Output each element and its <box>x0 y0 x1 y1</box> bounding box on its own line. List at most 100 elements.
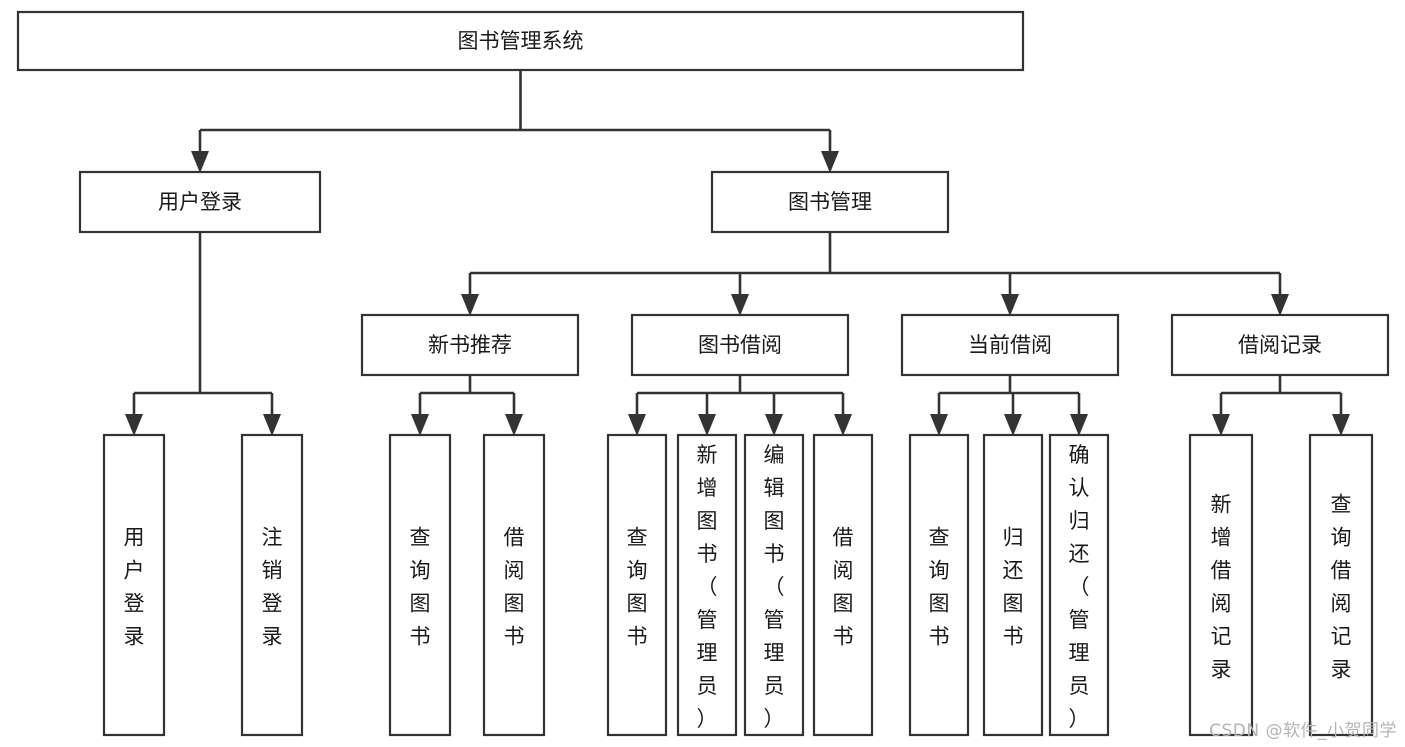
node-label-leaf-query-book-2-char-1: 询 <box>627 559 648 583</box>
node-root[interactable]: 图书管理系统 <box>16 10 1025 72</box>
node-label-leaf-add-record-char-4: 记 <box>1211 625 1232 649</box>
node-label-leaf-query-book-3-char-2: 图 <box>929 592 950 616</box>
node-label-leaf-query-book-3-char-3: 书 <box>929 625 950 649</box>
node-label-leaf-edit-book-char-4: （ <box>764 575 785 599</box>
node-box-current-borrow <box>900 313 1120 377</box>
node-label-leaf-return-book-char-2: 图 <box>1003 592 1024 616</box>
node-label-leaf-edit-book-char-7: 员 <box>764 674 785 698</box>
node-box-leaf-query-book-3 <box>908 433 970 737</box>
node-box-book-borrow <box>630 313 850 377</box>
node-box-leaf-user-login <box>102 433 166 737</box>
node-label-leaf-return-book-char-3: 书 <box>1003 625 1024 649</box>
node-label-leaf-add-book-char-0: 新 <box>697 443 718 467</box>
node-label-leaf-borrow-book-1-char-1: 阅 <box>504 559 525 583</box>
node-label-leaf-borrow-book-1-char-3: 书 <box>504 625 525 649</box>
node-label-leaf-logout-char-2: 登 <box>262 592 283 616</box>
arrow-head-current-borrow-to-leaf-query-book-3 <box>930 414 948 436</box>
node-new-book-rec[interactable]: 新书推荐 <box>360 313 580 377</box>
arrow-head-book-borrow-to-leaf-query-book-2 <box>628 414 646 436</box>
node-label-book-borrow: 图书借阅 <box>698 333 782 357</box>
node-book-borrow[interactable]: 图书借阅 <box>630 313 850 377</box>
arrow-head-book-manage-to-borrow-record <box>1271 294 1289 316</box>
arrow-head-book-manage-to-current-borrow <box>1001 294 1019 316</box>
node-label-leaf-query-book-2-char-0: 查 <box>627 526 648 550</box>
node-label-leaf-logout-char-0: 注 <box>262 526 283 550</box>
node-label-leaf-user-login-char-2: 登 <box>124 592 145 616</box>
arrow-head-current-borrow-to-leaf-return-book <box>1004 414 1022 436</box>
node-label-leaf-confirm-return-char-1: 认 <box>1069 476 1090 500</box>
arrow-head-borrow-record-to-leaf-query-record <box>1332 414 1350 436</box>
arrow-head-user-login-to-leaf-user-login <box>125 414 143 436</box>
node-label-leaf-borrow-book-1-char-0: 借 <box>504 526 525 550</box>
node-box-borrow-record <box>1170 313 1390 377</box>
node-label-leaf-query-book-2-char-2: 图 <box>627 592 648 616</box>
node-label-leaf-query-book-2-char-3: 书 <box>627 625 648 649</box>
arrow-head-user-login-to-leaf-logout <box>263 414 281 436</box>
node-current-borrow[interactable]: 当前借阅 <box>900 313 1120 377</box>
node-label-leaf-borrow-book-2-char-2: 图 <box>833 592 854 616</box>
arrow-head-book-borrow-to-leaf-edit-book <box>765 414 783 436</box>
node-label-leaf-add-record-char-1: 增 <box>1211 526 1232 550</box>
node-label-leaf-borrow-book-2-char-1: 阅 <box>833 559 854 583</box>
node-label-leaf-add-book-char-7: 员 <box>697 674 718 698</box>
arrow-head-current-borrow-to-leaf-confirm-return <box>1070 414 1088 436</box>
node-label-leaf-add-book-char-8: ） <box>697 707 718 731</box>
node-label-leaf-confirm-return-char-5: 管 <box>1069 608 1090 632</box>
node-label-leaf-user-login-char-0: 用 <box>124 526 145 550</box>
edge-layer <box>125 70 1350 436</box>
node-label-leaf-query-record-char-5: 录 <box>1331 658 1352 682</box>
node-leaf-user-login[interactable]: 用户登录 <box>102 433 166 737</box>
node-box-leaf-borrow-book-1 <box>482 433 546 737</box>
node-label-leaf-edit-book-char-5: 管 <box>764 608 785 632</box>
node-label-leaf-query-record-char-2: 借 <box>1331 559 1352 583</box>
node-label-leaf-edit-book-char-0: 编 <box>764 443 785 467</box>
node-box-leaf-query-record <box>1308 433 1374 737</box>
node-box-leaf-query-book-2 <box>606 433 668 737</box>
node-box-leaf-logout <box>240 433 304 737</box>
node-label-leaf-confirm-return-char-7: 员 <box>1069 674 1090 698</box>
node-label-leaf-add-book-char-6: 理 <box>697 641 718 665</box>
arrow-head-borrow-record-to-leaf-add-record <box>1212 414 1230 436</box>
node-box-user-login <box>78 170 322 234</box>
node-label-leaf-edit-book-char-8: ） <box>764 707 785 731</box>
watermark-text: CSDN @软件_小贺同学 <box>1209 721 1397 741</box>
arrow-head-new-book-rec-to-leaf-borrow-book-1 <box>505 414 523 436</box>
node-book-manage[interactable]: 图书管理 <box>710 170 950 234</box>
node-label-leaf-query-record-char-3: 阅 <box>1331 592 1352 616</box>
node-label-leaf-query-book-1-char-1: 询 <box>410 559 431 583</box>
node-label-user-login: 用户登录 <box>158 190 242 214</box>
node-label-leaf-confirm-return-char-6: 理 <box>1069 641 1090 665</box>
node-label-leaf-return-book-char-0: 归 <box>1003 526 1024 550</box>
node-borrow-record[interactable]: 借阅记录 <box>1170 313 1390 377</box>
node-label-leaf-confirm-return-char-3: 还 <box>1069 542 1090 566</box>
node-label-leaf-add-book-char-4: （ <box>697 575 718 599</box>
node-label-root: 图书管理系统 <box>458 29 584 53</box>
node-label-current-borrow: 当前借阅 <box>968 333 1052 357</box>
node-label-leaf-query-book-3-char-0: 查 <box>929 526 950 550</box>
node-label-leaf-add-record-char-5: 录 <box>1211 658 1232 682</box>
node-user-login[interactable]: 用户登录 <box>78 170 322 234</box>
node-label-book-manage: 图书管理 <box>788 190 872 214</box>
node-label-leaf-add-book-char-2: 图 <box>697 509 718 533</box>
node-box-leaf-borrow-book-2 <box>812 433 874 737</box>
node-label-leaf-edit-book-char-2: 图 <box>764 509 785 533</box>
arrow-head-book-borrow-to-leaf-add-book <box>698 414 716 436</box>
arrow-head-book-manage-to-book-borrow <box>731 294 749 316</box>
node-box-new-book-rec <box>360 313 580 377</box>
node-layer: 图书管理系统用户登录图书管理新书推荐图书借阅当前借阅借阅记录用户登录注销登录查询… <box>16 10 1390 737</box>
node-label-leaf-user-login-char-3: 录 <box>124 625 145 649</box>
